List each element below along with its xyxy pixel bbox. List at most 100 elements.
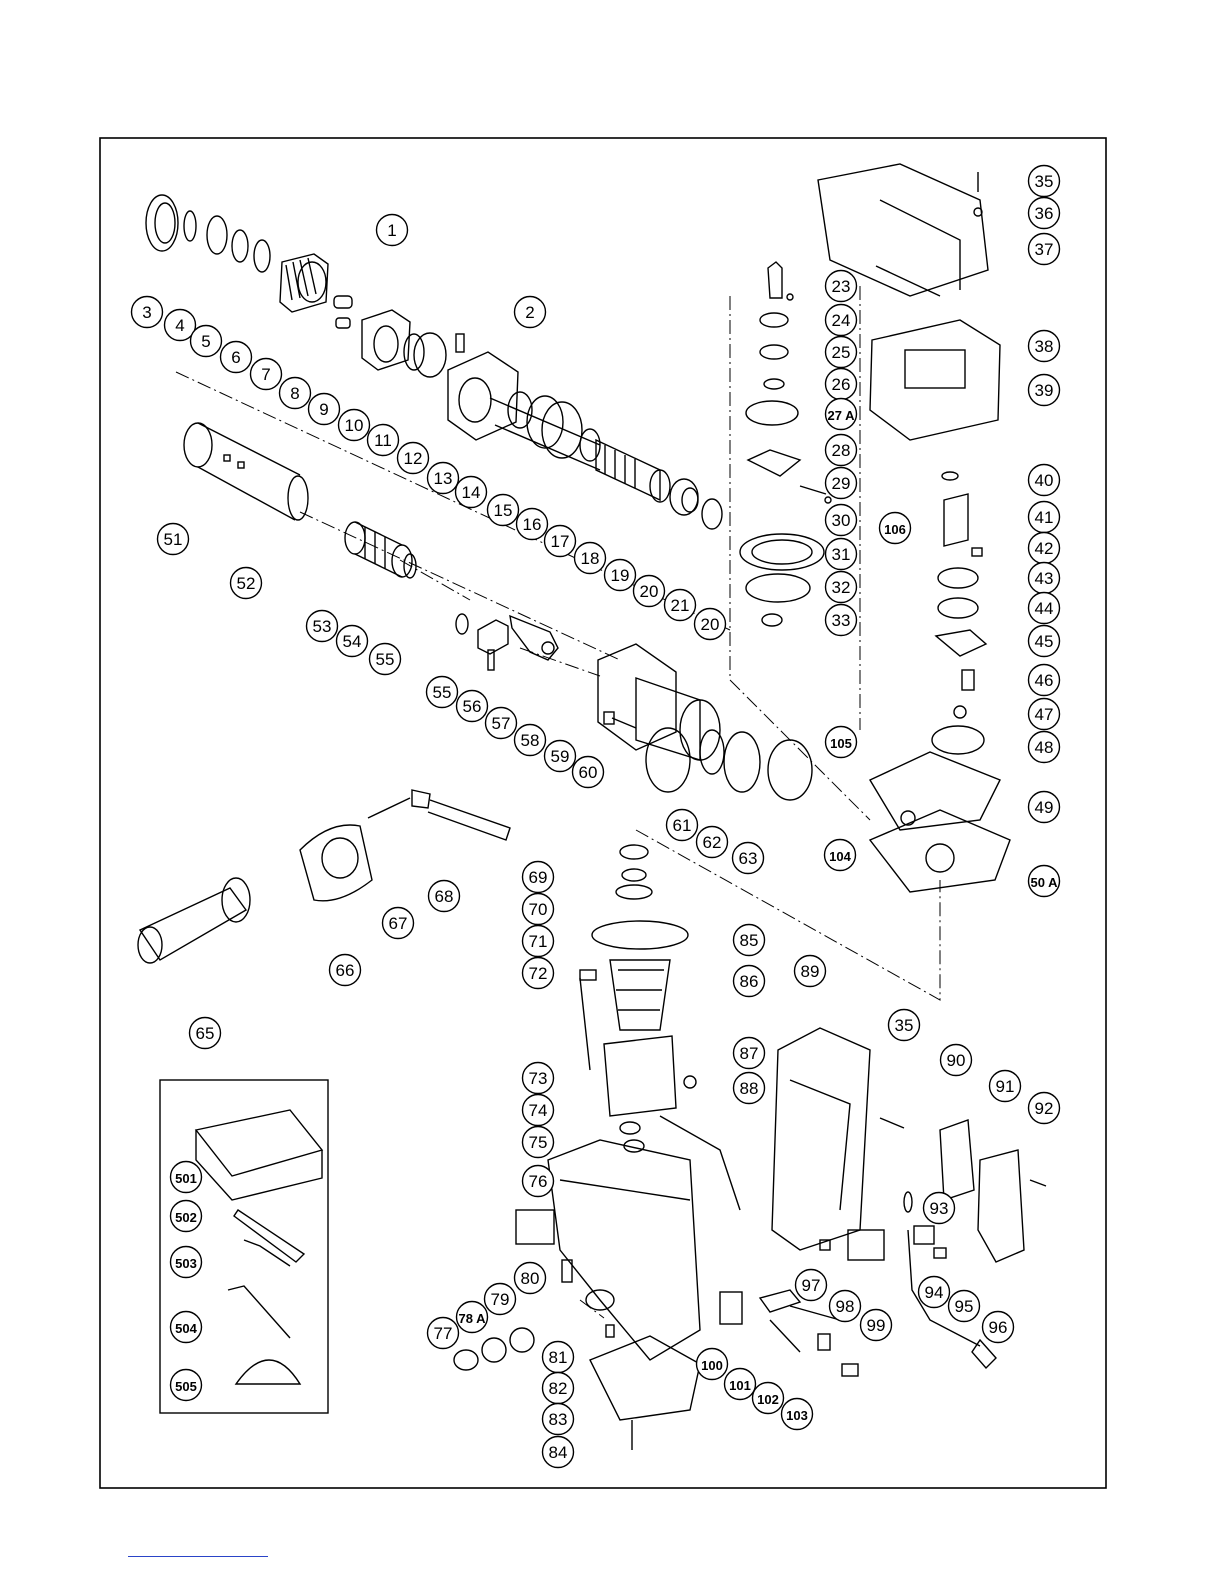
callout-label: 67: [389, 914, 408, 933]
callout-c43: 43: [1027, 561, 1061, 595]
callout-circle: [732, 923, 766, 957]
handle-assembly: [903, 1119, 1047, 1370]
callout-label: 93: [930, 1199, 949, 1218]
callout-circle: [427, 879, 461, 913]
callout-label: 70: [529, 900, 548, 919]
callout-circle: [188, 1016, 222, 1050]
callout-c81: 81: [541, 1340, 575, 1374]
brush-small-parts: [719, 1289, 859, 1377]
callout-c66: 66: [328, 953, 362, 987]
callout-label: 504: [175, 1321, 197, 1336]
callout-label: 46: [1035, 671, 1054, 690]
callout-label: 76: [529, 1172, 548, 1191]
callout-label: 39: [1035, 381, 1054, 400]
footer-link-underline: [128, 1556, 268, 1557]
callout-label: 65: [196, 1024, 215, 1043]
callout-c80: 80: [513, 1261, 547, 1295]
callout-label: 84: [549, 1443, 568, 1462]
callout-circle: [483, 1282, 517, 1316]
housing-cover-assembly: [817, 163, 1001, 441]
callout-circle: [887, 1008, 921, 1042]
callout-label: 51: [164, 530, 183, 549]
callout-circle: [521, 1093, 555, 1127]
callout-label: 45: [1035, 632, 1054, 651]
callout-c18: 18: [573, 541, 607, 575]
callout-circle: [426, 461, 460, 495]
callout-c98: 98: [828, 1289, 862, 1323]
callout-circle: [543, 524, 577, 558]
callout-c82: 82: [541, 1371, 575, 1405]
callout-label: 19: [611, 566, 630, 585]
callout-c33: 33: [824, 603, 858, 637]
callout-label: 92: [1035, 1099, 1054, 1118]
callout-c55a: 55: [368, 642, 402, 676]
callout-circle: [455, 689, 489, 723]
callout-circle: [693, 607, 727, 641]
callout-label: 9: [319, 400, 328, 419]
callout-label: 27 A: [828, 408, 856, 423]
callout-c57: 57: [484, 706, 518, 740]
callout-c29: 29: [824, 466, 858, 500]
callout-circle: [454, 475, 488, 509]
callout-circle: [824, 269, 858, 303]
callout-label: 502: [175, 1210, 197, 1225]
callout-c41: 41: [1027, 500, 1061, 534]
callout-c14: 14: [454, 475, 488, 509]
callout-label: 80: [521, 1269, 540, 1288]
callout-label: 18: [581, 549, 600, 568]
front-cap-assembly: [145, 194, 353, 329]
callout-circle: [1027, 463, 1061, 497]
callout-c49: 49: [1027, 790, 1061, 824]
retainer-assembly: [361, 309, 447, 378]
callout-c51: 51: [156, 522, 190, 556]
callout-c94: 94: [917, 1275, 951, 1309]
callout-label: 77: [434, 1324, 453, 1343]
callout-c30: 30: [824, 503, 858, 537]
callout-c12: 12: [396, 441, 430, 475]
callout-label: 53: [313, 617, 332, 636]
callout-c1: 1: [375, 213, 409, 247]
callout-label: 49: [1035, 798, 1054, 817]
callout-circle: [824, 725, 858, 759]
callout-circle: [486, 493, 520, 527]
side-handle-assembly: [137, 789, 511, 964]
callout-c46: 46: [1027, 663, 1061, 697]
callout-c75: 75: [521, 1125, 555, 1159]
callout-circle: [1027, 164, 1061, 198]
callout-c105: 105: [824, 725, 858, 759]
callout-c73: 73: [521, 1061, 555, 1095]
callout-label: 14: [462, 483, 481, 502]
callout-label: 40: [1035, 471, 1054, 490]
callout-circle: [307, 392, 341, 426]
callout-label: 61: [673, 816, 692, 835]
callout-circle: [824, 433, 858, 467]
callout-circle: [1027, 373, 1061, 407]
callout-label: 21: [671, 596, 690, 615]
callout-circle: [521, 1164, 555, 1198]
callout-label: 78 A: [459, 1311, 487, 1326]
callout-c13: 13: [426, 461, 460, 495]
callout-c20b: 20: [693, 607, 727, 641]
callout-label: 90: [947, 1051, 966, 1070]
callout-c45: 45: [1027, 624, 1061, 658]
callout-label: 48: [1035, 738, 1054, 757]
callout-circle: [1027, 730, 1061, 764]
callout-circle: [169, 1368, 203, 1402]
callout-label: 23: [832, 277, 851, 296]
callout-label: 58: [521, 731, 540, 750]
callout-c89: 89: [793, 954, 827, 988]
main-housing-assembly: [453, 1139, 701, 1450]
callout-c3: 3: [130, 295, 164, 329]
piston-assembly: [183, 422, 559, 671]
callout-label: 91: [996, 1077, 1015, 1096]
callout-label: 26: [832, 375, 851, 394]
callout-label: 41: [1035, 508, 1054, 527]
crank-housing-assembly: [597, 643, 813, 801]
callout-c97: 97: [794, 1268, 828, 1302]
callout-circle: [189, 324, 223, 358]
crank-shaft-stack: [739, 261, 832, 627]
callout-c106: 106: [878, 511, 912, 545]
callout-label: 98: [836, 1297, 855, 1316]
callout-label: 94: [925, 1283, 944, 1302]
callout-label: 68: [435, 887, 454, 906]
